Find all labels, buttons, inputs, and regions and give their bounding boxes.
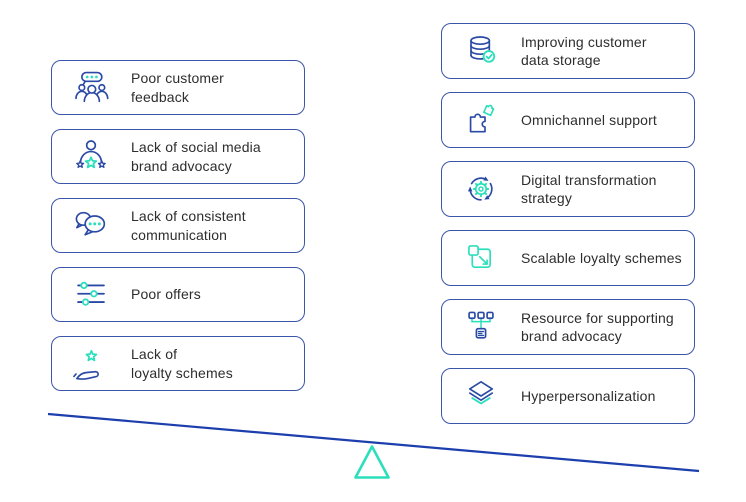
loyalty-hand-star-icon	[73, 349, 99, 380]
card-hyperpersonalization: Hyperpersonalization	[441, 368, 695, 424]
card-label: Resource for supporting brand advocacy	[521, 309, 674, 344]
card-label: Lack of loyalty schemes	[131, 346, 233, 381]
card-label: Digital transformation strategy	[521, 171, 657, 206]
card-label: Lack of consistent communication	[131, 208, 246, 243]
problems-column: Poor customer feedback Lack of social me…	[51, 60, 305, 391]
brand-advocacy-icon	[76, 139, 106, 168]
database-check-icon	[470, 36, 496, 63]
hierarchy-icon	[468, 311, 494, 339]
scale-expand-icon	[468, 245, 491, 268]
pivot-triangle	[354, 445, 390, 479]
card-label: Scalable loyalty schemes	[521, 249, 682, 266]
card-lack-social-media-advocacy: Lack of social media brand advocacy	[51, 129, 305, 184]
card-label: Omnichannel support	[521, 111, 657, 128]
puzzle-icon	[469, 104, 495, 133]
card-poor-offers: Poor offers	[51, 267, 305, 322]
customer-feedback-icon	[75, 71, 109, 102]
card-poor-customer-feedback: Poor customer feedback	[51, 60, 305, 115]
offers-sliders-icon	[77, 281, 105, 306]
card-scalable-loyalty-schemes: Scalable loyalty schemes	[441, 230, 695, 286]
card-improving-data-storage: Improving customer data storage	[441, 23, 695, 79]
card-label: Lack of social media brand advocacy	[131, 139, 261, 174]
card-label: Poor customer feedback	[131, 70, 224, 105]
solutions-column: Improving customer data storage Omnichan…	[441, 23, 695, 424]
card-label: Poor offers	[131, 286, 201, 303]
card-lack-consistent-communication: Lack of consistent communication	[51, 198, 305, 253]
card-label: Hyperpersonalization	[521, 387, 656, 404]
card-omnichannel-support: Omnichannel support	[441, 92, 695, 148]
communication-bubbles-icon	[75, 211, 106, 236]
card-lack-loyalty-schemes: Lack of loyalty schemes	[51, 336, 305, 391]
card-label: Improving customer data storage	[521, 33, 647, 68]
card-resource-brand-advocacy: Resource for supporting brand advocacy	[441, 299, 695, 355]
card-digital-transformation: Digital transformation strategy	[441, 161, 695, 217]
layers-icon	[468, 381, 494, 405]
gear-cycle-icon	[467, 176, 493, 201]
